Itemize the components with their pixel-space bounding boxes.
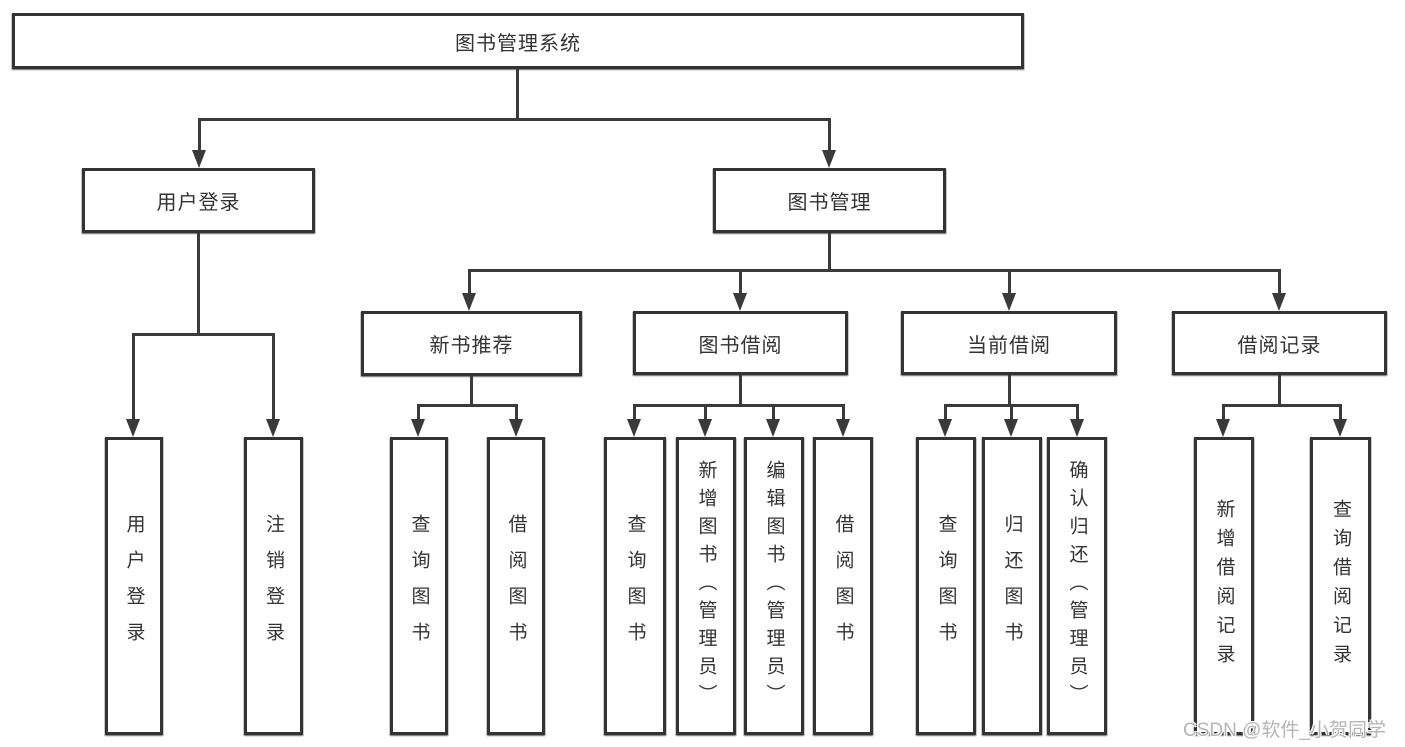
connector-line: [633, 404, 636, 421]
leaf-label: 借阅图书: [505, 514, 527, 658]
node-borrow-records: 借阅记录: [1172, 311, 1387, 375]
arrow-down-icon: [192, 150, 206, 168]
node-root-library-system: 图书管理系统: [12, 13, 1024, 69]
arrow-down-icon: [126, 419, 140, 437]
connector-line: [417, 404, 518, 407]
leaf-label: 用户登录: [123, 514, 145, 658]
node-label: 图书管理系统: [455, 32, 581, 55]
connector-line: [1008, 375, 1011, 406]
connector-line: [1278, 375, 1281, 406]
arrow-down-icon: [1004, 419, 1018, 437]
leaf-label: 注销登录: [263, 514, 284, 658]
connector-line: [468, 269, 1281, 272]
arrow-down-icon: [766, 419, 780, 437]
arrow-down-icon: [822, 150, 836, 168]
leaf-label: 编辑图书（管理员）: [763, 460, 785, 712]
arrow-down-icon: [1070, 419, 1084, 437]
connector-line: [1222, 404, 1225, 421]
leaf-label: 查询图书: [408, 514, 430, 658]
connector-line: [417, 404, 420, 421]
node-label: 用户登录: [156, 192, 241, 214]
leaf-label: 查询图书: [624, 514, 646, 658]
leaf-confirm-return-admin: 确认归还（管理员）: [1047, 437, 1107, 735]
arrow-down-icon: [1272, 293, 1286, 311]
connector-line: [132, 333, 275, 336]
connector-line: [468, 269, 471, 295]
arrow-down-icon: [509, 419, 523, 437]
leaf-label: 查询图书: [935, 514, 957, 658]
node-book-borrow: 图书借阅: [633, 311, 848, 375]
node-new-book-recommend: 新书推荐: [361, 311, 582, 376]
leaf-edit-book-admin: 编辑图书（管理员）: [744, 437, 804, 735]
leaf-query-book-3: 查询图书: [916, 437, 976, 735]
connector-line: [1008, 269, 1011, 295]
connector-line: [1222, 404, 1341, 407]
node-label: 图书管理: [787, 192, 872, 214]
leaf-return-book: 归还图书: [982, 437, 1042, 735]
arrow-down-icon: [1333, 419, 1347, 437]
connector-line: [516, 69, 519, 120]
arrow-down-icon: [836, 419, 850, 437]
node-book-management: 图书管理: [713, 168, 946, 233]
connector-line: [470, 376, 473, 406]
connector-line: [198, 118, 830, 121]
leaf-user-login: 用户登录: [105, 437, 163, 735]
connector-line: [842, 404, 845, 421]
leaf-label: 查询借阅记录: [1330, 499, 1351, 673]
node-label: 借阅记录: [1237, 334, 1322, 357]
leaf-label: 新增图书（管理员）: [695, 460, 717, 712]
leaf-borrow-book-1: 借阅图书: [487, 437, 545, 735]
connector-line: [198, 118, 201, 152]
csdn-watermark: CSDN @软件_小贺同学: [1183, 720, 1386, 741]
arrow-down-icon: [1002, 293, 1016, 311]
connector-line: [1278, 269, 1281, 295]
arrow-down-icon: [411, 419, 425, 437]
connector-line: [739, 375, 742, 406]
arrow-down-icon: [1216, 419, 1230, 437]
connector-line: [944, 404, 947, 421]
arrow-down-icon: [733, 293, 747, 311]
connector-line: [1339, 404, 1342, 421]
leaf-query-book-2: 查询图书: [604, 437, 666, 735]
node-current-borrow: 当前借阅: [901, 311, 1117, 375]
leaf-label: 确认归还（管理员）: [1066, 460, 1088, 712]
connector-line: [739, 269, 742, 295]
leaf-add-book-admin: 新增图书（管理员）: [676, 437, 736, 735]
connector-line: [515, 404, 518, 421]
leaf-query-book-1: 查询图书: [390, 437, 448, 735]
arrow-down-icon: [462, 293, 476, 311]
connector-line: [828, 118, 831, 152]
connector-line: [1010, 404, 1013, 421]
leaf-label: 新增借阅记录: [1213, 499, 1235, 673]
leaf-add-borrow-record: 新增借阅记录: [1194, 437, 1254, 735]
connector-line: [704, 404, 707, 421]
connector-line: [197, 233, 200, 335]
arrow-down-icon: [627, 419, 641, 437]
connector-line: [272, 333, 275, 421]
connector-line: [772, 404, 775, 421]
node-label: 当前借阅: [967, 334, 1051, 357]
arrow-down-icon: [698, 419, 712, 437]
connector-line: [828, 233, 831, 271]
node-label: 新书推荐: [429, 335, 514, 357]
arrow-down-icon: [938, 419, 952, 437]
leaf-label: 借阅图书: [832, 514, 854, 658]
leaf-label: 归还图书: [1001, 514, 1023, 658]
leaf-borrow-book-2: 借阅图书: [813, 437, 873, 735]
node-label: 图书借阅: [698, 334, 783, 357]
leaf-query-borrow-record: 查询借阅记录: [1310, 437, 1371, 735]
connector-line: [132, 333, 135, 421]
arrow-down-icon: [266, 419, 280, 437]
connector-line: [633, 404, 845, 407]
connector-line: [1076, 404, 1079, 421]
node-user-login: 用户登录: [82, 168, 315, 233]
leaf-logout: 注销登录: [244, 437, 303, 735]
